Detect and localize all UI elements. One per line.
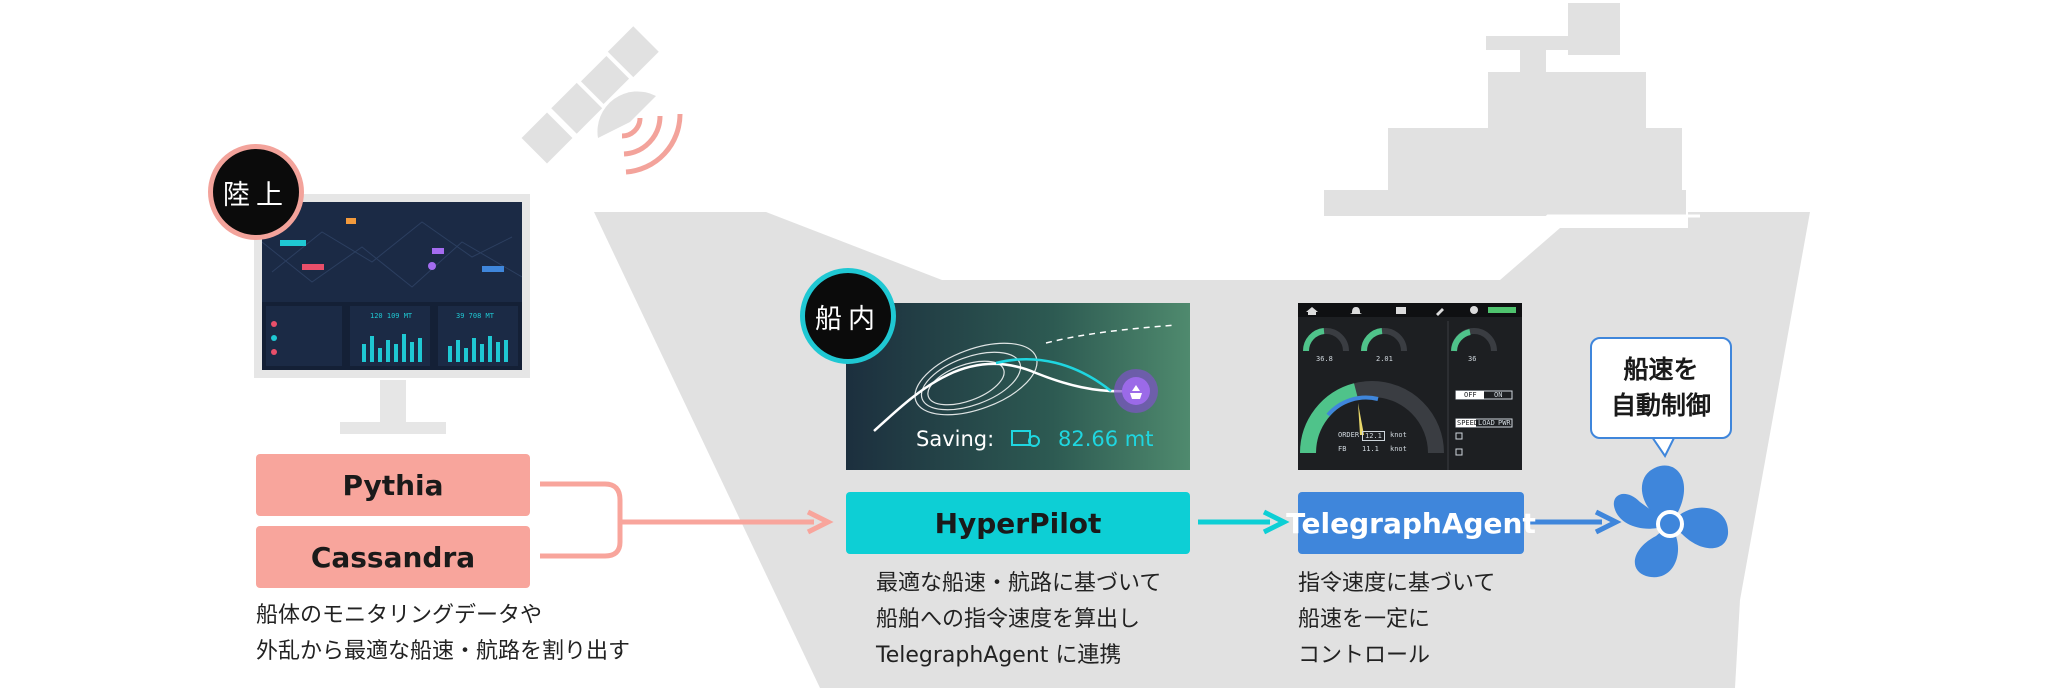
bell-icon — [1350, 307, 1362, 314]
home-icon — [1306, 307, 1318, 315]
bubble-line-1: 船速を — [1623, 355, 1699, 384]
hyperpilot-screen: Saving: 82.66 mt — [846, 303, 1190, 470]
land-badge: 陸上 — [208, 144, 304, 240]
cassandra-box: Cassandra — [256, 526, 530, 588]
fb-label: FB — [1338, 445, 1347, 453]
hyperpilot-desc-line-2: 船舶への指令速度を算出し — [876, 607, 1141, 632]
telegraph-desc-line-2: 船速を一定に — [1298, 607, 1431, 632]
land-desc-line-1: 船体のモニタリングデータや — [256, 603, 543, 628]
telegraph-desc-line-1: 指令速度に基づいて — [1298, 571, 1496, 596]
saving-label: Saving: — [916, 427, 995, 451]
order-unit: knot — [1390, 431, 1407, 439]
user-icon — [1470, 306, 1478, 314]
hull-stripe — [807, 210, 1700, 264]
propeller-icon — [1613, 465, 1729, 578]
pwr-mode: PWR — [1498, 419, 1511, 427]
telegraph-graphic — [1298, 303, 1522, 470]
route-graphic — [873, 324, 1177, 447]
dashboard-stat-1: 120 109 MT — [370, 312, 413, 320]
hyperpilot-desc-line-3: TelegraphAgent に連携 — [876, 643, 1122, 668]
speed-mode: SPEED — [1457, 419, 1479, 427]
satellite-icon — [521, 26, 659, 164]
telegraph-description: 指令速度に基づいて 船速を一定に コントロール — [1298, 566, 1495, 674]
land-description: 船体のモニタリングデータや 外乱から最適な船速・航路を割り出す — [256, 598, 630, 670]
telegraph-desc-line-3: コントロール — [1298, 643, 1431, 668]
speed-control-bubble: 船速を 自動制御 — [1590, 337, 1732, 439]
gauge-3-value: 36 — [1468, 355, 1477, 363]
order-label: ORDER — [1338, 431, 1360, 439]
ship-hull — [594, 212, 1810, 688]
ship-badge: 船内 — [800, 268, 896, 364]
signal-waves-icon — [621, 113, 683, 175]
hyperpilot-box: HyperPilot — [846, 492, 1190, 554]
connector-bracket — [540, 481, 623, 559]
dashboard-graphic — [262, 202, 522, 366]
on-toggle: ON — [1494, 391, 1503, 399]
load-mode: LOAD — [1478, 419, 1495, 427]
pythia-box: Pythia — [256, 454, 530, 516]
wrench-icon — [1436, 308, 1444, 316]
telegraphagent-box: TelegraphAgent — [1286, 492, 1536, 554]
land-dashboard-screen: 120 109 MT 39 708 MT — [262, 202, 522, 370]
display-icon — [1396, 307, 1406, 314]
bubble-line-2: 自動制御 — [1610, 391, 1711, 420]
gauge-1-value: 36.8 — [1316, 355, 1333, 363]
fb-value: 11.1 — [1362, 445, 1379, 453]
hyperpilot-description: 最適な船速・航路に基づいて 船舶への指令速度を算出し TelegraphAgen… — [876, 566, 1161, 674]
hyperpilot-desc-line-1: 最適な船速・航路に基づいて — [876, 571, 1162, 596]
dashboard-stat-2: 39 708 MT — [456, 312, 494, 320]
saving-value: 82.66 mt — [1058, 427, 1154, 451]
fb-unit: knot — [1390, 445, 1407, 453]
ship-superstructure — [1324, 3, 1686, 216]
bow-edge — [1745, 418, 1791, 602]
gauge-2-value: 2.01 — [1376, 355, 1393, 363]
order-value: 12.1 — [1362, 431, 1385, 441]
off-toggle: OFF — [1464, 391, 1477, 399]
telegraph-screen: 36.8 2.01 36 ORDER 12.1 knot FB 11.1 kno… — [1298, 303, 1522, 470]
flow-arrows — [620, 509, 1622, 535]
land-desc-line-2: 外乱から最適な船速・航路を割り出す — [256, 639, 631, 664]
